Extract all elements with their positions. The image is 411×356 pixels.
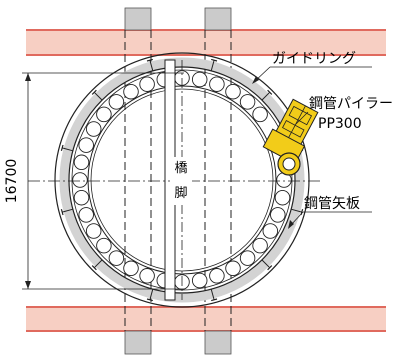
steel-pipe-pile [262,223,279,239]
ring-bracket [93,91,103,101]
ring-bracket-cap [267,89,273,95]
piler-name-label: 鋼管パイラー [309,96,393,112]
steel-pipe-pile [252,237,268,254]
steel-pipe-pile [108,94,125,110]
steel-pipe-pile [239,250,256,266]
steel-pipe-pile [72,172,88,188]
lower-pier-band [26,307,386,331]
ring-bracket [62,147,74,152]
steel-pipe-pile [78,137,94,153]
steel-pipe-pile [252,106,268,123]
steel-pipe-pile [191,272,208,289]
ring-bracket-cap [146,298,153,302]
ring-bracket [210,60,215,72]
guide-ring-leader-arrow [252,76,259,84]
dim-arrow-bottom [25,281,31,289]
ring-bracket-cap [60,209,64,216]
pier-label-bg [170,157,192,205]
steel-pipe-pile [73,189,90,206]
steel-pipe-pile [270,207,286,223]
ring-bracket-cap [91,89,97,95]
steel-pipe-pile [73,154,90,171]
ring-bracket [62,208,74,213]
dim-arrow-top [25,73,31,81]
steel-pipe-pile [274,189,291,206]
steel-pipe-ring [72,70,292,290]
guide-ring-label: ガイドリング [272,51,356,67]
ring-bracket [93,259,103,269]
steel-pipe-pile [85,223,102,239]
piler-model-label: PP300 [318,116,362,132]
steel-pipe-pile [96,106,112,123]
ring-bracket [149,288,154,300]
sheet-pile-leader-arrow [288,220,294,229]
ring-bracket-cap [211,58,218,62]
piler-pipe [282,157,296,171]
right-column-bottom [204,330,232,355]
ring-bracket [261,259,271,269]
steel-pipe-pile [239,94,256,110]
piler-leader [295,111,309,125]
right-column-top [204,7,232,31]
dimension-value: 16700 [4,159,20,204]
sheet-pile-label: 鋼管矢板 [304,196,360,212]
ring-bracket-cap [91,265,97,271]
ring-brackets [60,58,304,302]
steel-pipe-pile [123,260,139,277]
steel-pipe-pile [123,83,139,100]
steel-pipe-pile [96,237,112,254]
steel-pipe-pile [225,83,241,100]
steel-pipe-pile [209,268,225,284]
left-column-top [124,7,152,31]
steel-pipe-pile [191,71,208,88]
ring-bracket-cap [267,265,273,271]
ring-bracket-cap [60,144,64,151]
steel-pipe-pile [209,76,225,92]
steel-pipe-pile [108,250,125,266]
steel-pipe-pile [139,268,155,284]
steel-pipe-pile [85,121,102,137]
left-column-bottom [124,330,152,355]
ring-bracket [210,288,215,300]
guide-ring-outer [54,52,310,308]
ring-bracket-cap [146,58,153,62]
steel-pipe-pile [225,260,241,277]
pier-label-top: 橋 [174,161,187,176]
ring-bracket [261,91,271,101]
ring-bracket [149,60,154,72]
pier-label-bottom: 脚 [174,185,187,201]
ring-bracket [290,208,302,213]
steel-pipe-pile [78,207,94,223]
upper-pier-band [26,30,386,55]
ring-bracket-cap [211,298,218,302]
steel-pipe-pile [139,76,155,92]
